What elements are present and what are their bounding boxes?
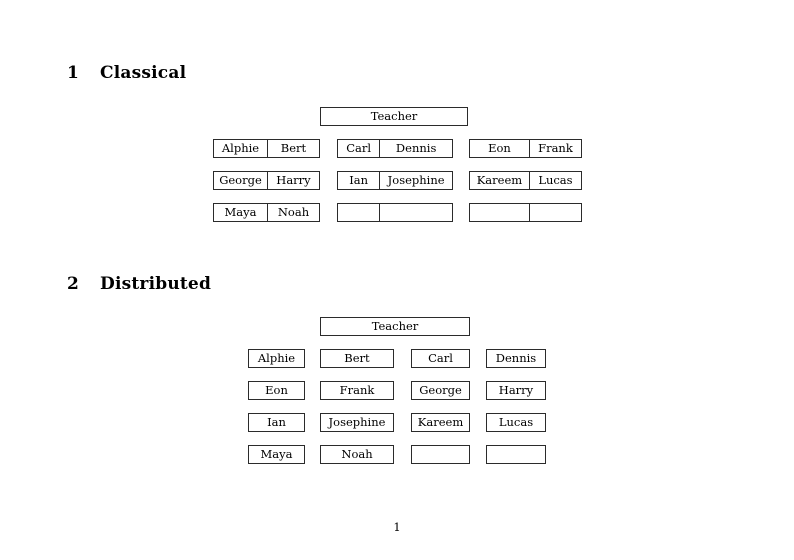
cell-student: Carl: [411, 349, 470, 368]
cell-student: Bert: [320, 349, 394, 368]
cell-student: [379, 204, 452, 221]
section-number: 1: [67, 63, 80, 83]
section-heading-distributed: 2 Distributed: [67, 274, 211, 294]
section-number: 2: [67, 274, 80, 294]
classical-group-middle-row-2: Ian Josephine: [337, 171, 453, 190]
cell-student: Carl: [346, 141, 372, 155]
teacher-box-classical: Teacher: [320, 107, 468, 126]
cell-student: Dennis: [379, 140, 452, 157]
cell-student: [486, 445, 546, 464]
classical-group-middle-row-3: [337, 203, 453, 222]
cell-student: Kareem: [476, 173, 523, 187]
cell-student: [528, 204, 581, 221]
classical-group-right-row-3: [469, 203, 582, 222]
section-title: Distributed: [100, 274, 212, 294]
cell-student: Eon: [248, 381, 305, 400]
cell-student: Eon: [488, 141, 511, 155]
cell-student: Harry: [486, 381, 546, 400]
classical-group-middle-row-1: Carl Dennis: [337, 139, 453, 158]
cell-student: Alphie: [221, 141, 260, 155]
cell-student: Maya: [248, 445, 305, 464]
cell-student: Bert: [266, 140, 319, 157]
cell-student: Dennis: [486, 349, 546, 368]
classical-group-left-row-1: Alphie Bert: [213, 139, 320, 158]
cell-student: Ian: [349, 173, 369, 187]
cell-student: Harry: [266, 172, 319, 189]
cell-student: Josephine: [320, 413, 394, 432]
classical-group-left-row-2: George Harry: [213, 171, 320, 190]
cell-student: Kareem: [411, 413, 470, 432]
cell-student: Noah: [320, 445, 394, 464]
cell-student: [338, 204, 379, 221]
page-number: 1: [393, 520, 401, 534]
teacher-box-distributed: Teacher: [320, 317, 470, 336]
cell-student: Frank: [320, 381, 394, 400]
cell-student: [411, 445, 470, 464]
cell-student: Josephine: [379, 172, 452, 189]
cell-student: George: [219, 173, 262, 187]
cell-student: Lucas: [486, 413, 546, 432]
cell-student: Noah: [266, 204, 319, 221]
cell-student: Alphie: [248, 349, 305, 368]
classical-group-right-row-2: Kareem Lucas: [469, 171, 582, 190]
cell-student: Ian: [248, 413, 305, 432]
cell-student: George: [411, 381, 470, 400]
classical-group-right-row-1: Eon Frank: [469, 139, 582, 158]
section-heading-classical: 1 Classical: [67, 63, 186, 83]
cell-student: Lucas: [528, 172, 581, 189]
section-title: Classical: [100, 63, 187, 83]
cell-student: [470, 204, 529, 221]
cell-student: Frank: [528, 140, 581, 157]
cell-student: Maya: [224, 205, 257, 219]
classical-group-left-row-3: Maya Noah: [213, 203, 320, 222]
